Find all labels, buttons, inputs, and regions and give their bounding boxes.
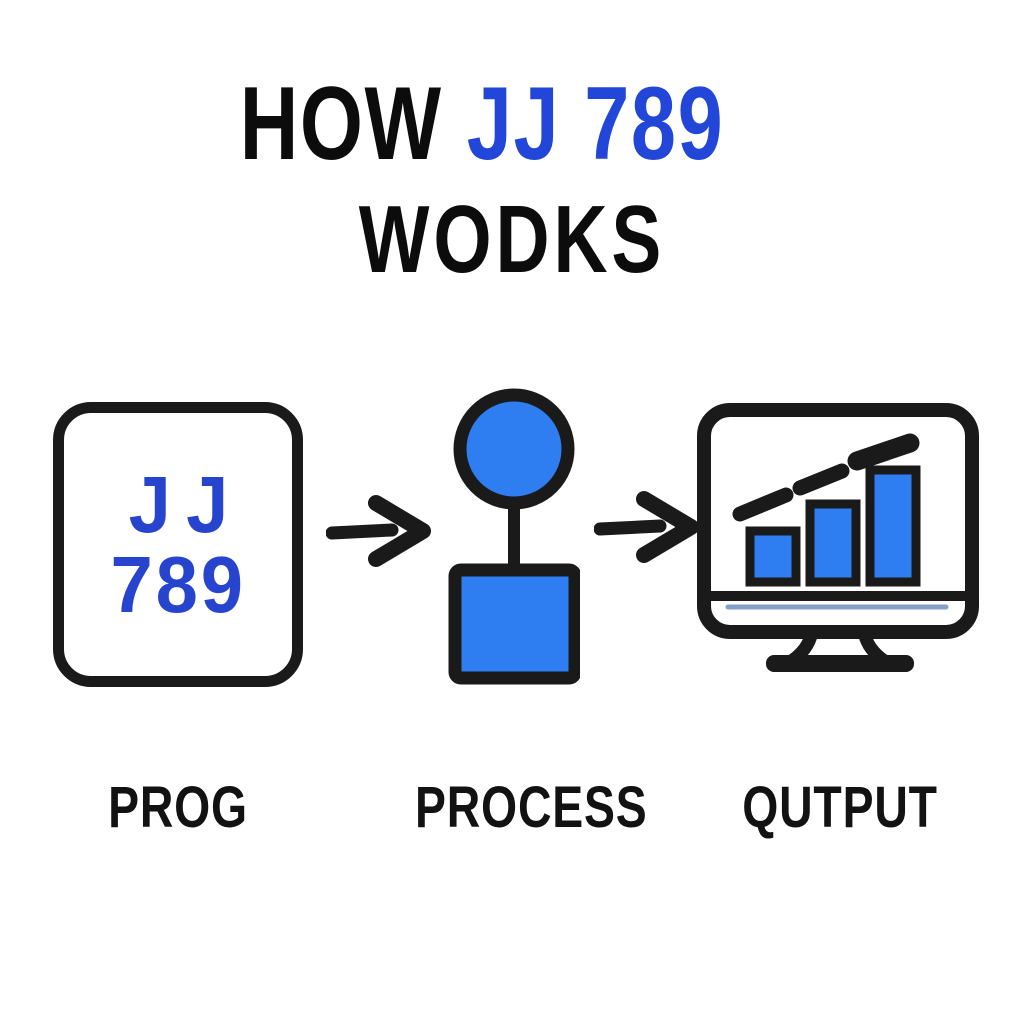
stand-base bbox=[766, 655, 914, 672]
process-square bbox=[448, 563, 580, 685]
page-title-line2: WODKS bbox=[358, 186, 666, 293]
circle-square-flowchart-icon bbox=[448, 388, 580, 685]
box-text-789: 789 bbox=[110, 539, 246, 629]
step-label-output: QUTPUT bbox=[742, 775, 938, 840]
trend-dash-2 bbox=[792, 463, 850, 496]
bar-small bbox=[745, 526, 801, 587]
arrow-head bbox=[368, 495, 431, 567]
arrow-head bbox=[636, 491, 699, 563]
process-circle bbox=[453, 388, 575, 510]
step-label-process: PROCESS bbox=[415, 775, 648, 840]
trend-dash-3 bbox=[847, 433, 920, 471]
right-arrow-icon bbox=[594, 491, 699, 563]
title-jj789-text: JJ 789 bbox=[466, 66, 725, 182]
jj789-box-icon: JJ 789 bbox=[53, 402, 303, 687]
box-text-jj: JJ bbox=[128, 459, 244, 549]
step-label-prog: PROG bbox=[108, 775, 248, 840]
right-arrow-icon bbox=[326, 495, 431, 567]
page-title-line1: HOW JJ 789 bbox=[83, 72, 882, 176]
title-how-text: HOW bbox=[239, 66, 443, 182]
page-title: HOW JJ 789 WODKS bbox=[0, 72, 1024, 288]
arrow-shaft bbox=[326, 523, 399, 540]
bar-medium bbox=[805, 499, 861, 587]
bar-large bbox=[865, 465, 921, 587]
monitor-frame bbox=[697, 403, 979, 639]
trend-dash-1 bbox=[732, 487, 794, 522]
arrow-shaft bbox=[594, 519, 667, 536]
monitor-bar-chart-icon bbox=[697, 403, 979, 672]
